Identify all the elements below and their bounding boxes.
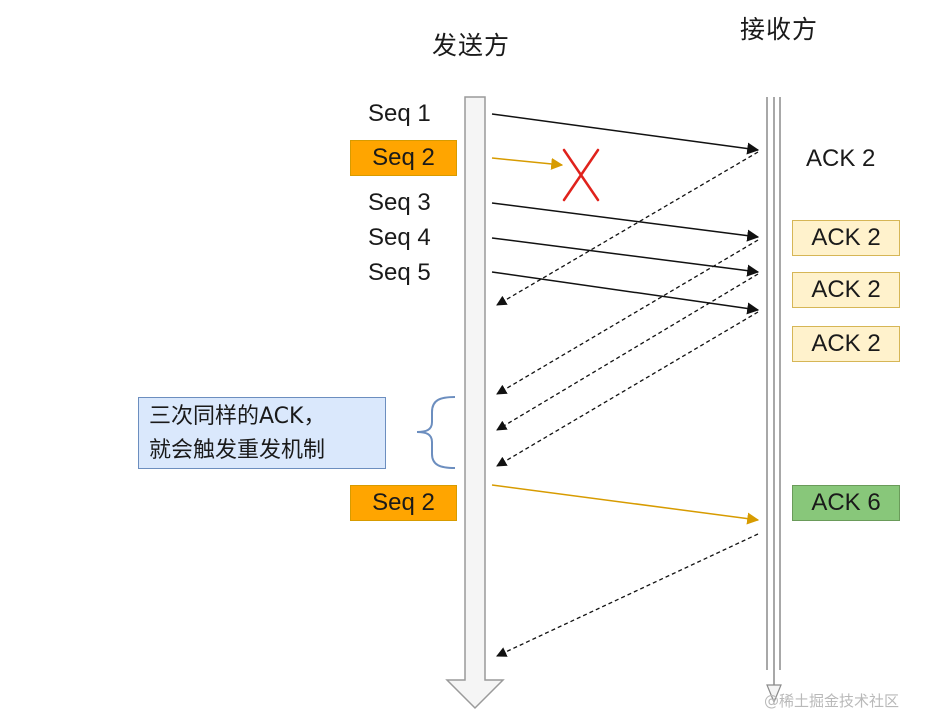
down-arrow-icon [445, 96, 505, 710]
ack-arrow-4 [496, 311, 759, 467]
seq-3-label: Seq 3 [368, 189, 431, 216]
ack-arrow-2 [496, 239, 759, 395]
ack-6-label: ACK 6 [792, 485, 900, 521]
watermark: @稀土掘金技术社区 [764, 692, 900, 710]
receiver-title: 接收方 [740, 15, 819, 44]
seq3-arrow [491, 202, 760, 242]
seq2-lost-arrow [491, 157, 564, 170]
seq4-arrow [491, 237, 760, 277]
dup-ack-3-label: ACK 2 [792, 326, 900, 362]
seq-2-lost-label: Seq 2 [350, 140, 457, 176]
seq1-arrow [491, 113, 760, 155]
sender-timeline [445, 96, 505, 710]
seq-1-label: Seq 1 [368, 100, 431, 127]
ack-arrow-6 [496, 533, 759, 657]
retransmit-arrow [491, 484, 760, 525]
down-arrow-icon [766, 684, 782, 704]
red-x-icon [562, 148, 600, 202]
seq-2-retransmit-label: Seq 2 [350, 485, 457, 521]
ack-arrow-3 [496, 273, 759, 431]
curly-brace [416, 396, 456, 469]
ack-arrow-1 [496, 151, 759, 306]
ack-2-label: ACK 2 [806, 145, 876, 172]
seq-5-label: Seq 5 [368, 259, 431, 286]
note-line-2: 就会触发重发机制 [149, 438, 326, 463]
seq5-arrow [491, 271, 760, 315]
dup-ack-1-label: ACK 2 [792, 220, 900, 256]
note-line-1: 三次同样的ACK， [149, 404, 326, 429]
receiver-timeline [766, 97, 782, 704]
sender-title: 发送方 [432, 31, 511, 60]
seq-4-label: Seq 4 [368, 224, 431, 251]
dup-ack-2-label: ACK 2 [792, 272, 900, 308]
triple-ack-note: 三次同样的ACK， 就会触发重发机制 [138, 397, 386, 469]
